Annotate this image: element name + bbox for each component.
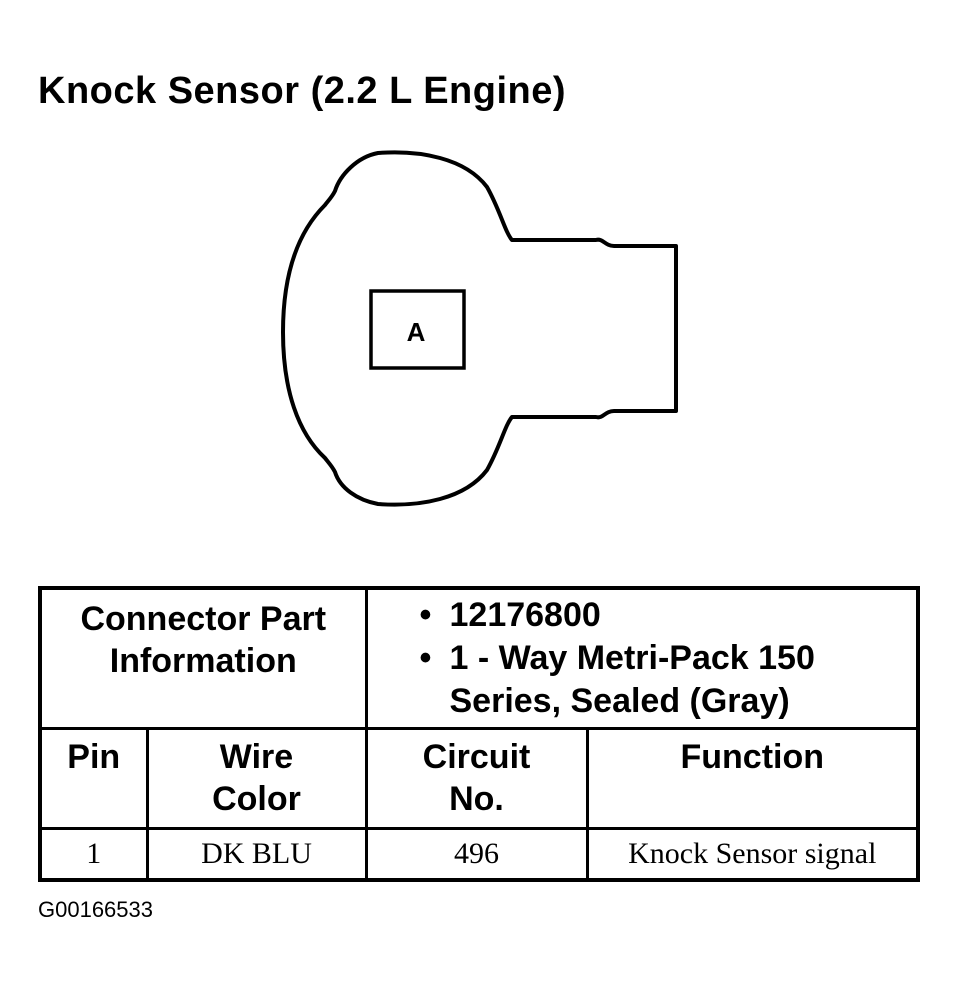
connector-type: 1 - Way Metri-Pack 150 Series, Sealed (G… [420, 637, 917, 723]
pin-row: 1 DK BLU 496 Knock Sensor signal [38, 826, 920, 882]
col-header-function: Function [585, 726, 920, 830]
col-header-circuit-no-text: Circuit No. [422, 737, 531, 818]
col-header-function-text: Function [680, 737, 825, 776]
connector-part-info-label: Connector Part Information [80, 600, 327, 680]
figure-id: G00166533 [38, 897, 153, 922]
part-number: 12176800 [420, 594, 917, 637]
connector-info-row: Connector Part Information 12176800 1 - … [38, 586, 920, 730]
pin-function: Knock Sensor signal [585, 826, 920, 882]
wire-color: DK BLU [145, 826, 368, 882]
col-header-pin: Pin [38, 726, 149, 830]
col-header-circuit-no: Circuit No. [364, 726, 589, 830]
pin-number: 1 [38, 826, 149, 882]
connector-part-info-label-cell: Connector Part Information [38, 586, 368, 730]
part-details-list: 12176800 1 - Way Metri-Pack 150 Series, … [368, 590, 917, 723]
pin-table-header-row: Pin Wire Color Circuit No. Function [38, 726, 920, 830]
connector-part-details-cell: 12176800 1 - Way Metri-Pack 150 Series, … [364, 586, 920, 730]
connector-info-table: Connector Part Information 12176800 1 - … [38, 586, 921, 882]
circuit-number: 496 [364, 826, 589, 882]
cavity-a-box [369, 289, 466, 370]
col-header-wire-color: Wire Color [145, 726, 368, 830]
connector-body-outline [281, 150, 678, 507]
connector-face-diagram: A [281, 150, 678, 507]
col-header-pin-text: Pin [67, 737, 121, 776]
diagram-title: Knock Sensor (2.2 L Engine) [38, 70, 567, 112]
col-header-wire-color-text: Wire Color [212, 737, 301, 818]
cavity-a-label: A [407, 317, 426, 347]
